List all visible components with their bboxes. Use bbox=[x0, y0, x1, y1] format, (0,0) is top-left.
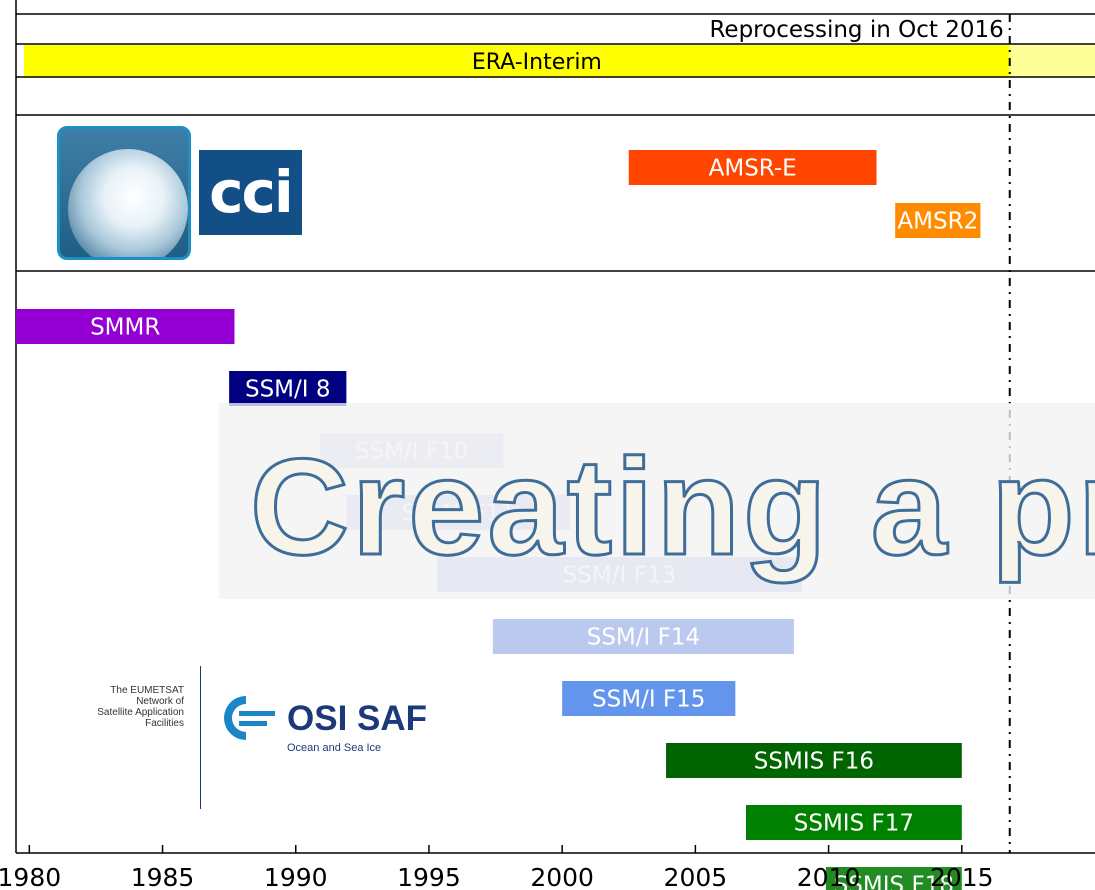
sensor-label-ssmis-f16: SSMIS F16 bbox=[754, 749, 874, 775]
sensor-label-ssmis-f17: SSMIS F17 bbox=[794, 811, 914, 837]
cci-logo: cci bbox=[57, 126, 302, 260]
sensor-bar-ssm-i-8 bbox=[229, 371, 347, 406]
osi-saf-logo: The EUMETSAT Network of Satellite Applic… bbox=[58, 666, 478, 811]
sensor-bar-amsr2 bbox=[895, 203, 981, 238]
x-tick-label: 1985 bbox=[131, 863, 195, 890]
osi-saf-tagline-line: Facilities bbox=[145, 718, 184, 729]
sensor-bar-ssmis-f16 bbox=[666, 743, 962, 778]
sensor-label-ssm-i-f15: SSM/I F15 bbox=[592, 687, 705, 713]
sensor-bar-ssmis-f18 bbox=[825, 867, 962, 890]
sensor-label-amsr2: AMSR2 bbox=[897, 209, 978, 235]
era-interim-bar-extension bbox=[1009, 45, 1095, 77]
osi-saf-tagline-line: Network of bbox=[136, 696, 184, 707]
plot-frame bbox=[15, 0, 1095, 854]
era-interim-bar bbox=[23, 45, 1010, 77]
sensor-label-smmr: SMMR bbox=[90, 315, 160, 341]
overlay-band bbox=[219, 403, 1095, 599]
sensor-bar-ssm-i-f14 bbox=[492, 619, 794, 654]
x-tick-label: 1995 bbox=[397, 863, 461, 890]
sensor-label-ssmis-f18: SSMIS F18 bbox=[834, 873, 954, 890]
sensor-bar-smmr bbox=[16, 309, 235, 344]
cci-wordmark: cci bbox=[199, 150, 302, 235]
sensor-bar-amsr-e bbox=[628, 150, 877, 185]
globe-icon bbox=[57, 126, 191, 260]
era-interim-label: ERA-Interim bbox=[472, 50, 602, 75]
reprocessing-label: Reprocessing in Oct 2016 bbox=[709, 17, 1003, 43]
sensor-label-amsr-e: AMSR-E bbox=[709, 156, 797, 182]
x-axis: 1980 1985 1990 1995 2000 2005 2010 2015 bbox=[0, 845, 994, 890]
header-layer: ERA-Interim Reprocessing in Oct 2016 bbox=[16, 17, 1095, 78]
osi-saf-divider bbox=[200, 666, 201, 809]
x-tick-label: 2005 bbox=[664, 863, 728, 890]
x-tick-label: 1980 bbox=[0, 863, 61, 890]
x-tick-label: 2015 bbox=[930, 863, 994, 890]
sensor-label-ssm-i-f14: SSM/I F14 bbox=[587, 625, 700, 651]
osi-saf-wave-icon bbox=[224, 696, 275, 740]
sensor-bar-ssm-i-f15 bbox=[562, 681, 736, 716]
osi-saf-tagline-line: Satellite Application bbox=[97, 707, 184, 718]
sensor-bar-ssmis-f17 bbox=[745, 805, 962, 840]
osi-saf-title: OSI SAF bbox=[287, 699, 428, 738]
x-tick-label: 1990 bbox=[264, 863, 328, 890]
osi-saf-tagline-line: The EUMETSAT bbox=[110, 685, 184, 696]
overlay-title: Creating a pr bbox=[248, 431, 1095, 584]
x-tick-label: 2000 bbox=[530, 863, 594, 890]
osi-saf-tagline: The EUMETSAT Network of Satellite Applic… bbox=[58, 685, 184, 729]
x-tick-label: 2010 bbox=[797, 863, 861, 890]
sensor-label-ssm-i-8: SSM/I 8 bbox=[245, 377, 331, 403]
osi-saf-subtitle: Ocean and Sea Ice bbox=[287, 742, 382, 754]
